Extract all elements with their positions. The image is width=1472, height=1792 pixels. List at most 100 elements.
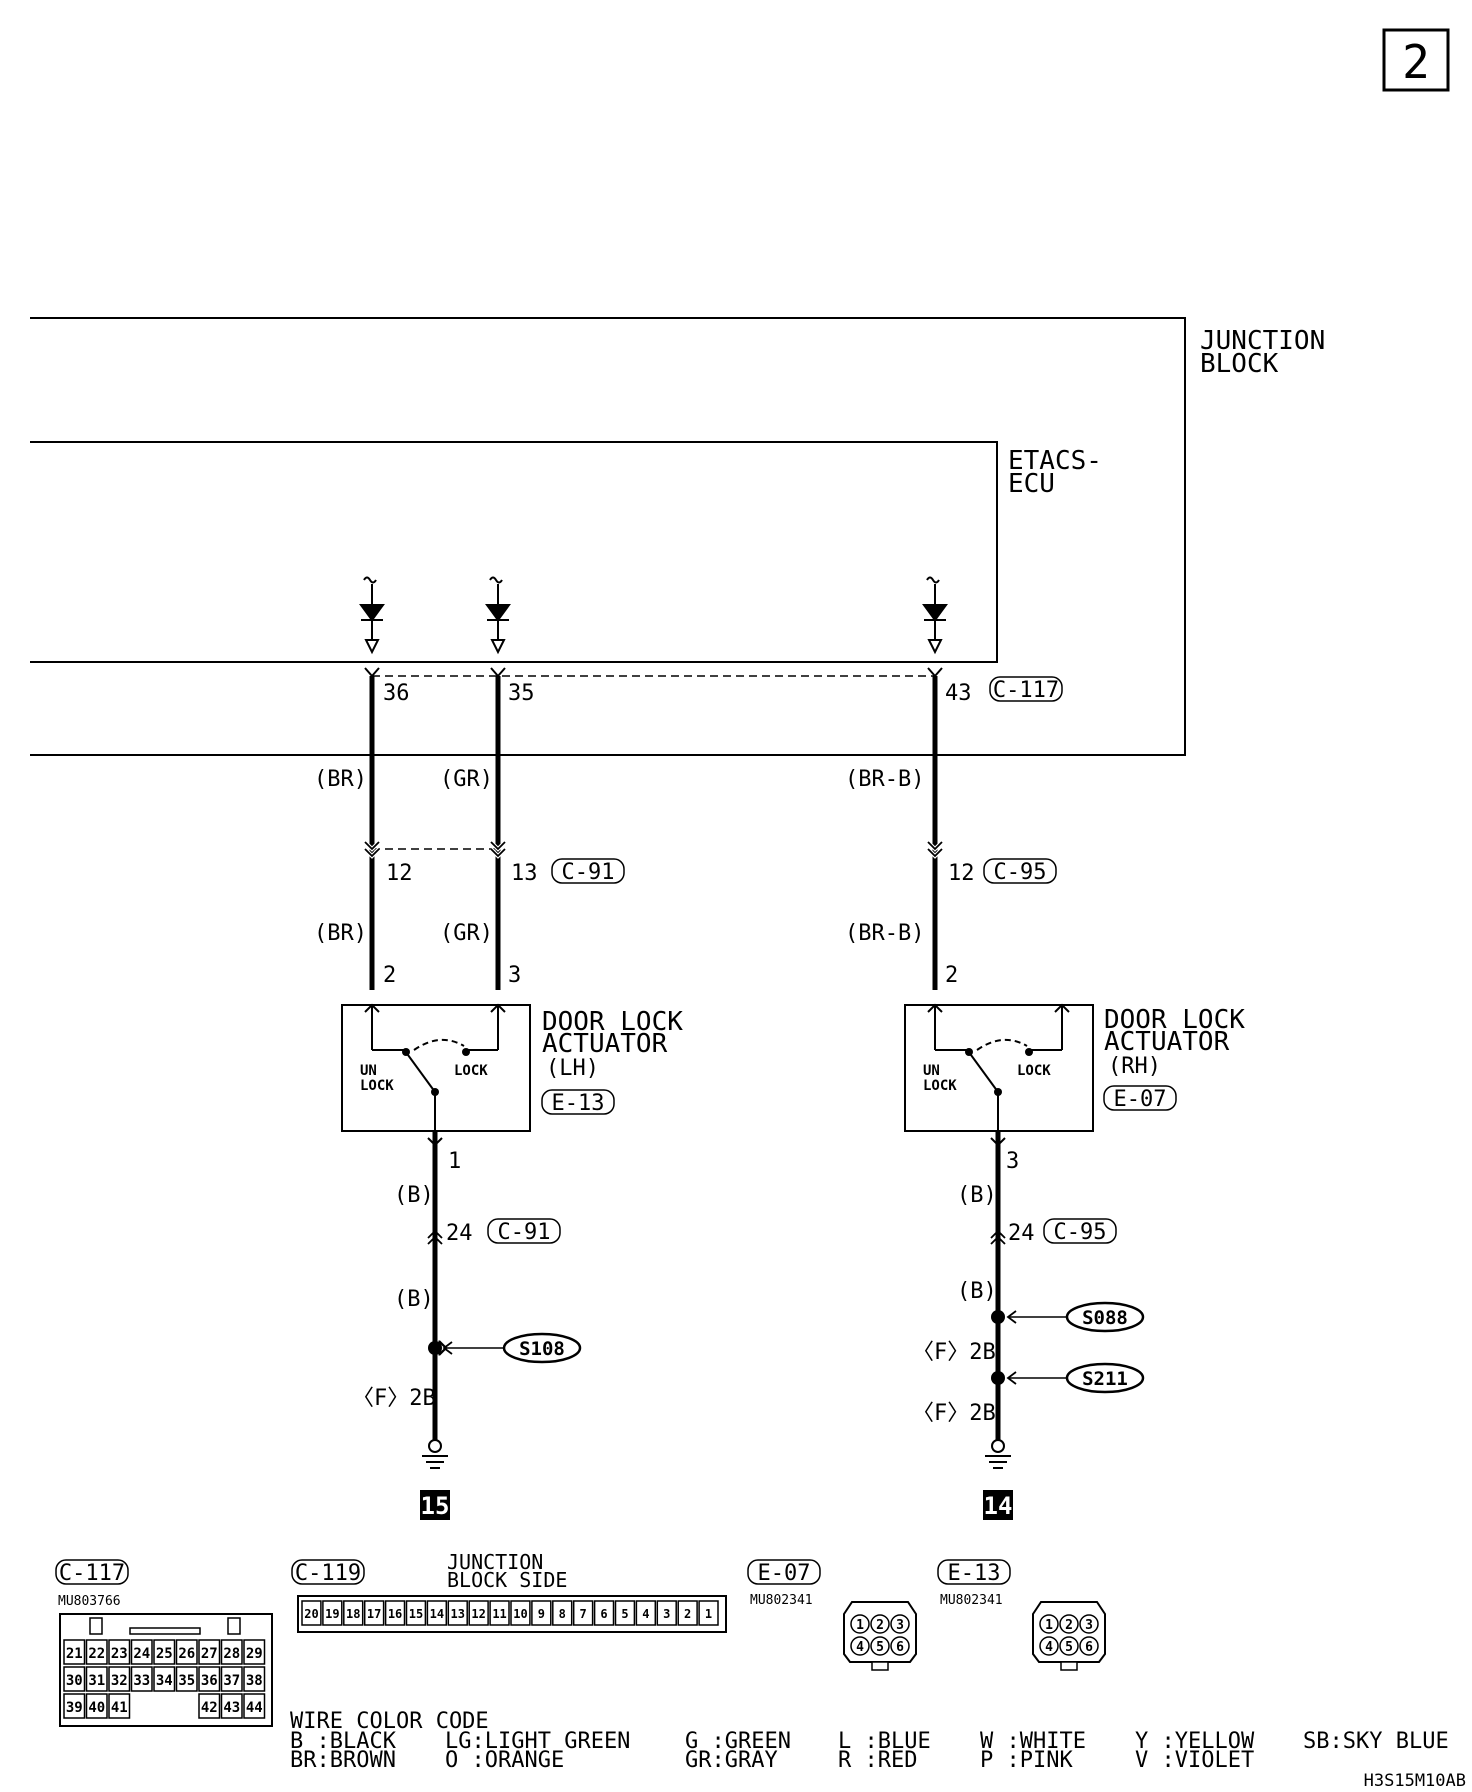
wire-color-b-rh-2: (B)	[957, 1279, 997, 1304]
wire-color-brb-1: (BR-B)	[845, 767, 924, 792]
c119-pin-label: 12	[471, 1607, 485, 1621]
svg-text:14: 14	[984, 1492, 1013, 1520]
legend-l: L :BLUE	[838, 1729, 931, 1754]
rh-unlock-label-1: UN	[923, 1063, 940, 1079]
c119-pin-cell	[447, 1600, 468, 1626]
c117-pin-cell	[198, 1666, 221, 1692]
plug-pin	[1059, 1636, 1079, 1656]
plug-latch	[1060, 1661, 1078, 1671]
wire-spec-f2b-rh-2: 〈F〉2B	[912, 1401, 996, 1426]
c117-pin-cell	[243, 1693, 266, 1719]
actuator-out-pin-marks	[427, 1137, 1006, 1147]
c119-pin-label: 8	[559, 1607, 566, 1621]
c117-pin-label: 22	[88, 1646, 105, 1662]
c117-pin-cell	[85, 1639, 108, 1665]
c117-pin-label: 37	[223, 1673, 240, 1689]
c119-pin-label: 10	[513, 1607, 527, 1621]
legend-w: W :WHITE	[980, 1729, 1086, 1754]
lh-actuator-title-3: (LH)	[546, 1056, 599, 1081]
plug-pin-label: 4	[1045, 1640, 1053, 1655]
legend-v: V :VIOLET	[1135, 1748, 1254, 1773]
svg-text:C-117: C-117	[59, 1561, 125, 1586]
legend-br: BR:BROWN	[290, 1748, 396, 1773]
c117-pin-label: 28	[223, 1646, 240, 1662]
pin-c117-35: 35	[508, 681, 535, 706]
c117-pin-label: 29	[246, 1646, 263, 1662]
splice-s211: S211	[991, 1362, 1145, 1394]
c117-pin-cell	[130, 1639, 153, 1665]
plug-pin	[1039, 1614, 1059, 1634]
rh-actuator-title-1: DOOR LOCK	[1104, 1005, 1245, 1035]
c119-pin-label: 1	[705, 1607, 712, 1621]
c119-pin-label: 18	[346, 1607, 360, 1621]
c117-pin-cell	[108, 1639, 131, 1665]
pin-c117-36: 36	[383, 681, 410, 706]
lh-unlock-contact	[402, 1048, 410, 1056]
legend-o: O :ORANGE	[445, 1748, 564, 1773]
c117-pin-label: 26	[178, 1646, 195, 1662]
door-lock-actuator-lh: UN LOCK LOCK	[341, 1003, 531, 1132]
plug-pin-label: 5	[876, 1640, 884, 1655]
figure-id: H3S15M10AB	[1364, 1771, 1466, 1791]
pin-lh-2: 2	[383, 963, 396, 988]
door-lock-actuator-rh: UN LOCK LOCK	[904, 1003, 1094, 1132]
c119-pin-cell	[468, 1600, 489, 1626]
connector-tag-e07: E-07	[1103, 1085, 1177, 1112]
legend-title: WIRE COLOR CODE	[290, 1709, 489, 1734]
legend-sb: SB:SKY BLUE	[1303, 1729, 1449, 1754]
c117-pin-cell	[243, 1639, 266, 1665]
c117-pin-label: 36	[201, 1673, 218, 1689]
pin-c95-12: 12	[948, 861, 975, 886]
c117-pin-label: 38	[246, 1673, 263, 1689]
rh-unlock-contact	[965, 1048, 973, 1056]
pin-c95-24: 24	[1008, 1221, 1035, 1246]
c119-pin-cell	[593, 1600, 615, 1626]
c119-pin-cell	[656, 1600, 677, 1626]
ground-15-icon	[422, 1439, 448, 1469]
connector-tag-c117: C-117	[989, 676, 1063, 703]
ground-14-icon	[985, 1439, 1011, 1469]
c117-pin-cell	[175, 1639, 198, 1665]
c119-pin-label: 13	[451, 1607, 465, 1621]
pin-c117-43: 43	[945, 681, 972, 706]
lh-common-contact	[431, 1088, 439, 1096]
plug-pin-label: 2	[1065, 1618, 1073, 1633]
c117-pin-label: 34	[156, 1673, 173, 1689]
c119-pin-cell	[677, 1600, 698, 1626]
etacs-ecu-block: ETACS- ECU	[30, 441, 1102, 663]
c119-pin-label: 5	[621, 1607, 628, 1621]
wire-spec-f2b-rh-1: 〈F〉2B	[912, 1340, 996, 1365]
svg-text:E-07: E-07	[758, 1561, 811, 1586]
connector-tag-c91-lower: C-91	[487, 1218, 561, 1245]
c117-pin-cell	[175, 1666, 198, 1692]
svg-text:C-91: C-91	[562, 860, 615, 885]
c117-pin-cell	[243, 1666, 266, 1692]
c117-pin-label: 21	[66, 1646, 83, 1662]
plug-pin-label: 1	[856, 1618, 864, 1633]
wire-color-b-lh-1: (B)	[394, 1183, 434, 1208]
plug-pin	[1079, 1636, 1099, 1656]
rh-unlock-label-2: LOCK	[923, 1078, 957, 1094]
c119-pin-cell	[343, 1600, 364, 1626]
plug-pin-label: 1	[1045, 1618, 1053, 1633]
c91-c95-lower-pin-marks	[427, 1229, 1006, 1245]
pin-c91-13: 13	[511, 861, 538, 886]
legend-y: Y :YELLOW	[1135, 1729, 1255, 1754]
connector-tag-e13: E-13	[541, 1089, 615, 1116]
c117-part-number: MU803766	[58, 1594, 121, 1609]
c119-pin-cell	[322, 1600, 343, 1626]
svg-text:E-07: E-07	[1114, 1087, 1167, 1112]
plug-pin-label: 3	[1085, 1618, 1093, 1633]
pin-rh-2: 2	[945, 963, 958, 988]
c119-pin-label: 20	[304, 1607, 318, 1621]
c117-pin-label: 33	[133, 1673, 150, 1689]
c119-pin-label: 6	[600, 1607, 607, 1621]
etacs-ecu-label-2: ECU	[1008, 469, 1055, 499]
c119-pin-label: 9	[538, 1607, 545, 1621]
c119-pin-label: 15	[409, 1607, 423, 1621]
